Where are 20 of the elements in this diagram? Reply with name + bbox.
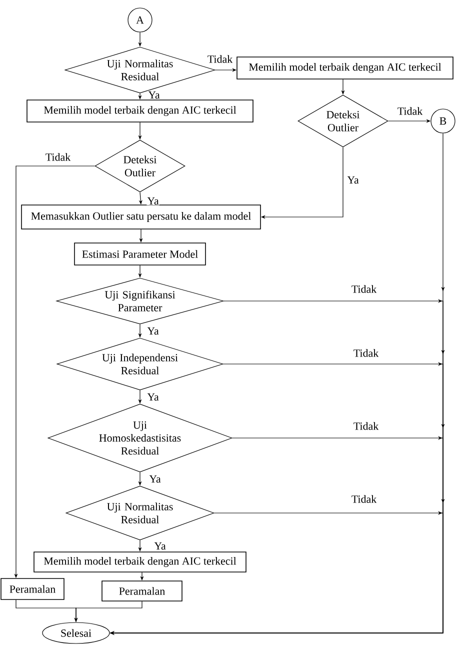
edge-label: Tidak — [350, 494, 378, 504]
process-box: Memilih model terbaik dengan AIC terkecil — [34, 552, 246, 572]
process-box: Peramalan — [0, 578, 64, 600]
process-box: Memasukkan Outlier satu persatu ke dalam model — [21, 204, 261, 230]
edge-label: Tidak — [396, 106, 424, 116]
edge-label: Ya — [148, 90, 160, 100]
process-box: Peramalan — [102, 580, 182, 602]
edge-label: Tidak — [352, 348, 380, 358]
edge-label: Ya — [146, 326, 160, 336]
process-box: Estimasi Parameter Model — [74, 242, 206, 266]
edge-label: Tidak — [350, 284, 378, 294]
edge-label: Tidak — [352, 422, 380, 430]
edge-label: Ya — [154, 542, 166, 550]
process-box: Memilih model terbaik dengan AIC terkecil — [26, 100, 254, 122]
edge-label: Ya — [148, 474, 162, 484]
edge-label: Ya — [146, 392, 160, 402]
edge-label: Ya — [146, 196, 160, 206]
process-box: Memilih model terbaik dengan AIC terkecil — [236, 56, 454, 80]
edge-label: Ya — [346, 176, 360, 184]
edge-label: Tidak — [44, 152, 72, 162]
